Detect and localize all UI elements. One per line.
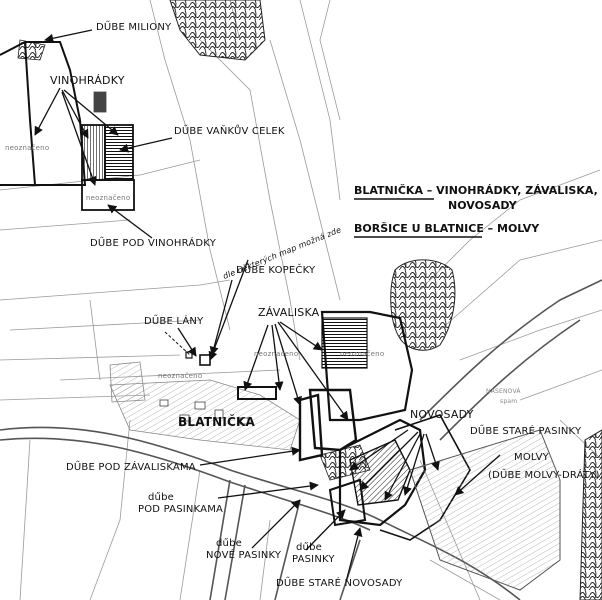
label-spam: spam (500, 398, 518, 405)
label-neoznaceno-5: neoznačeno (340, 350, 385, 358)
label-pasinky-2: PASINKY (292, 554, 335, 565)
legend-line-3: BORŠICE U BLATNICE – MOLVY (354, 222, 540, 235)
town-blatnicka-area (109, 361, 301, 451)
label-dube-pod-vinohradky: dűbe POD VINOHRÁDKY (90, 238, 217, 249)
arrows (34, 29, 501, 583)
legend-underline-2 (354, 236, 482, 238)
legend-line-1-text: BLATNIČKA – VINOHRÁDKY, ZÁVALISKA, (354, 184, 598, 197)
legend-underline-1 (354, 198, 434, 200)
novosady-parcels (328, 414, 561, 591)
label-pasinky-1: dűbe (296, 542, 322, 553)
vinohradky-parcels (0, 41, 135, 211)
label-blatnicka: BLATNIČKA (178, 415, 256, 429)
label-dube-stare-pasinky: dűbe STARÉ PASINKY (470, 426, 582, 437)
label-dube-pod-zavaliskama: dűbe POD ZÁVALISKAMA (66, 462, 196, 473)
legend-line-2: NOVOSADY (448, 199, 517, 212)
label-dube-vankuv-celek: dűbe VAŇKŮV CELEK (174, 126, 285, 137)
label-molvy: MOLVY (514, 452, 549, 463)
label-neoznaceno-1: neoznačeno (5, 144, 50, 152)
label-dube-pod-pasinkama-2: POD PASINKAMA (138, 504, 224, 515)
label-dube-stare-novosady: dűbe STARÉ NOVOSADY (276, 578, 403, 589)
label-dube-lany: dűbe LÁNY (144, 316, 204, 327)
label-nasenova: NASENOVÁ (486, 388, 521, 395)
label-dube-kopecky: dűbe KOPEČKY (236, 265, 316, 276)
label-neoznaceno-4: neoznačeno (254, 350, 299, 358)
roads (0, 279, 602, 600)
woodland-patches (17, 0, 602, 600)
label-neoznaceno-2: neoznačeno (86, 194, 131, 202)
zavaliska-parcels (298, 310, 414, 462)
label-dube-nove-pasinky-2: NOVÉ PASINKY (206, 550, 282, 561)
label-dube-nove-pasinky-1: dűbe (216, 538, 242, 549)
label-zavaliska: ZÁVALISKA (258, 306, 320, 319)
label-dube-pod-pasinkama-1: dűbe (148, 492, 174, 503)
label-dube-miliony: dűbe MILIONY (96, 22, 172, 33)
label-novosady: NOVOSADY (410, 408, 474, 421)
label-neoznaceno-3: neoznačeno (158, 372, 203, 380)
legend-line-1: BLATNIČKA – VINOHRÁDKY, ZÁVALISKA, (354, 184, 598, 197)
label-vinohradky: VINOHRÁDKY (50, 74, 125, 87)
label-molvy-draty: (dűbe MOLVY-DRÁTY) (488, 470, 600, 481)
